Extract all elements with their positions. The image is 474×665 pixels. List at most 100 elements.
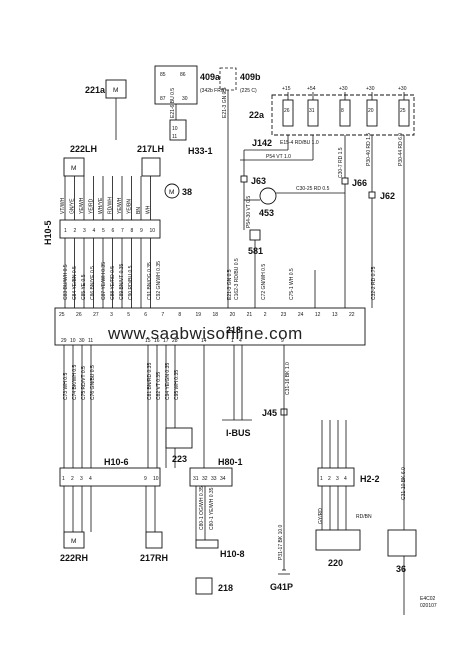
wire-bot-1: C74 BK/WH 0.5 (72, 364, 78, 400)
connector-h80-1 (189, 467, 233, 487)
svg-text:M: M (169, 189, 174, 196)
ecu-218-box (54, 307, 366, 346)
label-j62: J62 (380, 191, 395, 201)
lh-wire-0: VT/WH (60, 198, 66, 214)
h2-2-pin-3: 4 (344, 476, 347, 482)
ecu-top-pin-17: 22 (349, 312, 355, 318)
label-h2-2: H2-2 (360, 474, 380, 484)
label-218-ecu: 218 (226, 325, 241, 335)
ecu-top-pin-12: 2 (264, 312, 267, 318)
wire-top-11: C162-3 RD/BU 0.5 (234, 258, 240, 300)
wire-top-3: C86 BN/YE 0.5 (90, 266, 96, 300)
label-220: 220 (328, 558, 343, 568)
wire-top-0: C83 BU/WH 0.5 (63, 264, 69, 300)
wire-bot-7: C95 WH 0.35 (174, 370, 180, 400)
ecu-top-pin-10: 20 (230, 312, 236, 318)
ecu-top-pin-3: 3 (110, 312, 113, 318)
component-222rh (63, 531, 85, 549)
lh-wire-1: GN/YE (70, 198, 76, 214)
label-581: 581 (248, 246, 263, 256)
ecu-top-pin-16: 13 (332, 312, 338, 318)
wire-bot-11: C31-10 BK 6.0 (401, 467, 407, 500)
fuse-supply-0: +15 (282, 86, 291, 92)
relay-409a-box (154, 65, 198, 105)
component-222lh (63, 157, 85, 177)
fuse-num-3: 20 (368, 108, 374, 114)
label-217lh: 217LH (137, 144, 164, 154)
wire-e15-4: E15-4 RD/BU 1.0 (280, 140, 319, 146)
wire-bot-5: C82 VT 0.35 (156, 372, 162, 400)
fuse-num-4: 25 (400, 108, 406, 114)
label-j63: J63 (251, 176, 266, 186)
fuse-num-1: 31 (309, 108, 315, 114)
label-409a: 409a (200, 72, 221, 82)
component-218-bottom (195, 577, 213, 595)
wire-bot-2: C75 RD/VT 0.5 (81, 366, 87, 400)
ecu-bot-pin-6: 17 (163, 338, 169, 344)
ecu-bot-pin-8: 14 (201, 338, 207, 344)
relay-pin-10: 10 (172, 126, 178, 132)
component-409b (219, 67, 237, 91)
h10-6-pin-5: 10 (153, 476, 159, 482)
wire-bot-6: C94 YE/GN 0.35 (165, 363, 171, 400)
ecu-top-pin-7: 8 (178, 312, 181, 318)
wire-bot-9: C80-1 YE/WH 0.35 (209, 487, 215, 530)
wire-bot-10: C31-16 BK 1.0 (285, 362, 291, 395)
h10-5-pin-9: 10 (150, 228, 156, 234)
svg-text:M: M (71, 538, 76, 545)
wire-top-4: C87 YE/WH 0.35 (101, 262, 107, 300)
h10-5-pin-8: 9 (140, 228, 143, 234)
label-222rh: 222RH (60, 553, 88, 563)
wire-bot-4: C81 BN/RD 0.35 (147, 363, 153, 400)
wire-bot-3: C76 GN/BU 0.5 (90, 365, 96, 400)
label-453: 453 (259, 208, 274, 218)
wire-top-13: C75-1 WH 0.5 (289, 268, 295, 300)
h2-2-pin-0: 1 (320, 476, 323, 482)
label-222lh: 222LH (70, 144, 97, 154)
connector-h10-5-box (59, 219, 161, 239)
wire-p54: P54 VT 1.0 (266, 154, 291, 160)
h80-1-pin-0: 31 (193, 476, 199, 482)
wire-p54-30: P54-30 VT 0.5 (246, 196, 252, 228)
wire-e21-6: E21-6 BU 0.5 (170, 88, 176, 118)
connector-h33-1 (169, 119, 187, 141)
wire-c30-25: C30-25 RD 0.5 (296, 186, 330, 192)
ecu-bot-pin-11: 9 (281, 338, 284, 344)
lh-wire-5: RD/WH (108, 197, 114, 214)
label-j45: J45 (262, 408, 277, 418)
ecu-top-pin-0: 25 (59, 312, 65, 318)
wire-bot-0: C73 WH 0.5 (63, 373, 69, 400)
ecu-bot-pin-1: 10 (70, 338, 76, 344)
wire-p30-40: P30-40 RD 1.5 (366, 133, 372, 166)
label-j66: J66 (352, 178, 367, 188)
wire-top-6: C89 BN/VT 0.35 (119, 263, 125, 300)
footer-date: 020107 (420, 603, 437, 609)
label-ibus: I-BUS (226, 428, 251, 438)
component-217rh (145, 531, 163, 549)
ecu-bot-pin-4: 15 (145, 338, 151, 344)
component-36-fan (387, 529, 417, 557)
connector-j63 (240, 175, 248, 183)
h80-1-pin-3: 34 (220, 476, 226, 482)
h10-5-pin-4: 5 (102, 228, 105, 234)
wire-top-8: C91 BN/OG 0.35 (147, 262, 153, 300)
h10-5-pin-5: 6 (112, 228, 115, 234)
label-h80-1: H80-1 (218, 457, 243, 467)
label-36: 36 (396, 564, 406, 574)
footer-code: E4C02 (420, 596, 436, 602)
h80-1-pin-2: 33 (211, 476, 217, 482)
h80-1-pin-1: 32 (202, 476, 208, 482)
label-409b-sub: (225 C) (240, 88, 257, 94)
connector-h2-2 (317, 467, 355, 487)
lh-wire-2: YE/WH (79, 197, 85, 214)
wire-top-14: C32-2 RD 0.75 (371, 266, 377, 300)
relay-409a: 85 86 87 30 409a (342b FRS) (154, 65, 226, 105)
ecu-top-pin-15: 12 (315, 312, 321, 318)
label-g41p: G41P (270, 582, 293, 592)
ecu-top-pin-9: 18 (213, 312, 219, 318)
component-581 (249, 229, 261, 241)
wire-rd-bn: RD/BN (356, 514, 372, 520)
wire-top-10: E21-3 GN 0.5 (227, 269, 233, 300)
